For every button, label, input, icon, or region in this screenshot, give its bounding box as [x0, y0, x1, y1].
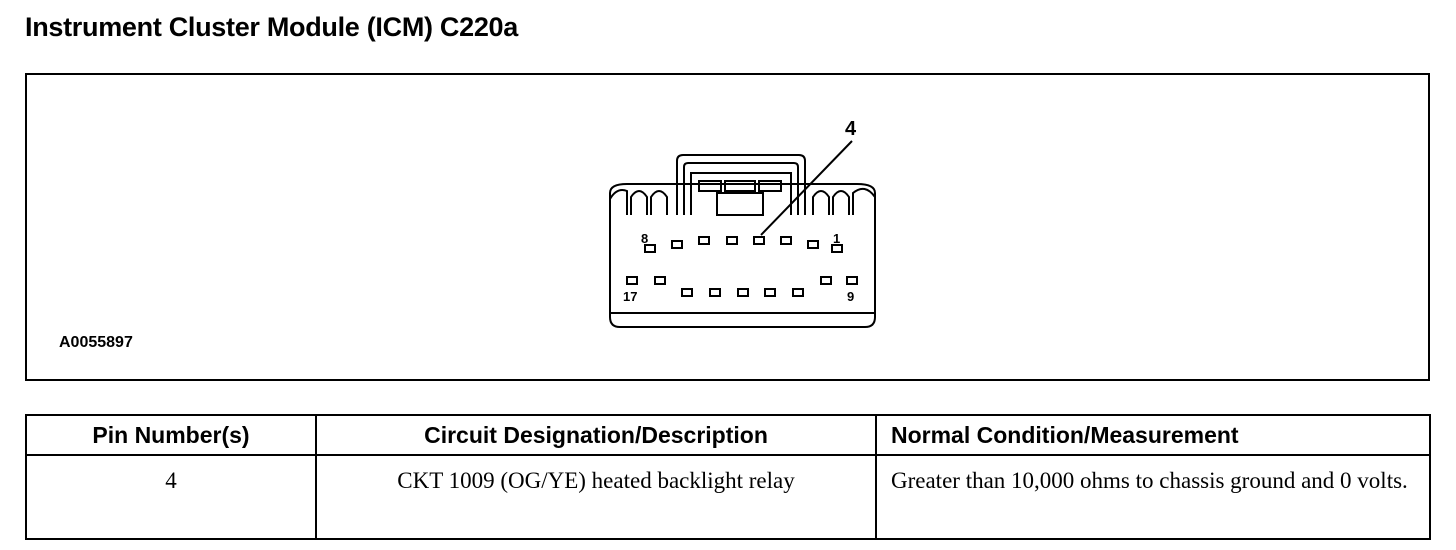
- header-normal-condition: Normal Condition/Measurement: [875, 414, 1431, 456]
- pin-label-1: 1: [833, 231, 840, 246]
- pin-cavity-2: [807, 240, 819, 249]
- pin-cavity-13: [737, 288, 749, 297]
- pin-cavity-5: [726, 236, 738, 245]
- cell-pin: 4: [25, 454, 317, 540]
- connector-diagram-panel: 4 8 1 17 9 A0055897: [25, 73, 1430, 381]
- table-row: 4 CKT 1009 (OG/YE) heated backlight rela…: [25, 454, 1431, 540]
- pin-cavity-11: [792, 288, 804, 297]
- pin-cavity-15: [681, 288, 693, 297]
- connector-housing: [609, 183, 876, 328]
- pin-cavity-6: [698, 236, 710, 245]
- cell-condition: Greater than 10,000 ohms to chassis grou…: [875, 454, 1431, 540]
- pin-table: Pin Number(s) Circuit Designation/Descri…: [25, 414, 1431, 540]
- page-title: Instrument Cluster Module (ICM) C220a: [25, 12, 518, 42]
- pin-cavity-3: [780, 236, 792, 245]
- latch-hood: [676, 154, 806, 215]
- pin-cavity-4: [753, 236, 765, 245]
- header-pin-numbers: Pin Number(s): [25, 414, 317, 456]
- pin-cavity-1: [831, 244, 843, 253]
- figure-id: A0055897: [59, 334, 133, 351]
- pin-cavity-8: [644, 244, 656, 253]
- pin-cavity-16: [654, 276, 666, 285]
- table-header-row: Pin Number(s) Circuit Designation/Descri…: [25, 414, 1431, 456]
- pin-label-8: 8: [641, 231, 648, 246]
- pin-cavity-10: [820, 276, 832, 285]
- connector-face-drawing: 4 8 1 17 9: [609, 118, 876, 328]
- callout-leader-line: [760, 140, 853, 236]
- pin-cavity-17: [626, 276, 638, 285]
- header-circuit-designation: Circuit Designation/Description: [315, 414, 877, 456]
- pin-cavity-14: [709, 288, 721, 297]
- pin-label-17: 17: [623, 289, 637, 304]
- pin-cavity-9: [846, 276, 858, 285]
- pin-cavity-12: [764, 288, 776, 297]
- pin-cavity-7: [671, 240, 683, 249]
- callout-pin-label: 4: [845, 118, 857, 140]
- cell-circuit: CKT 1009 (OG/YE) heated backlight relay: [315, 454, 877, 540]
- pin-label-9: 9: [847, 289, 854, 304]
